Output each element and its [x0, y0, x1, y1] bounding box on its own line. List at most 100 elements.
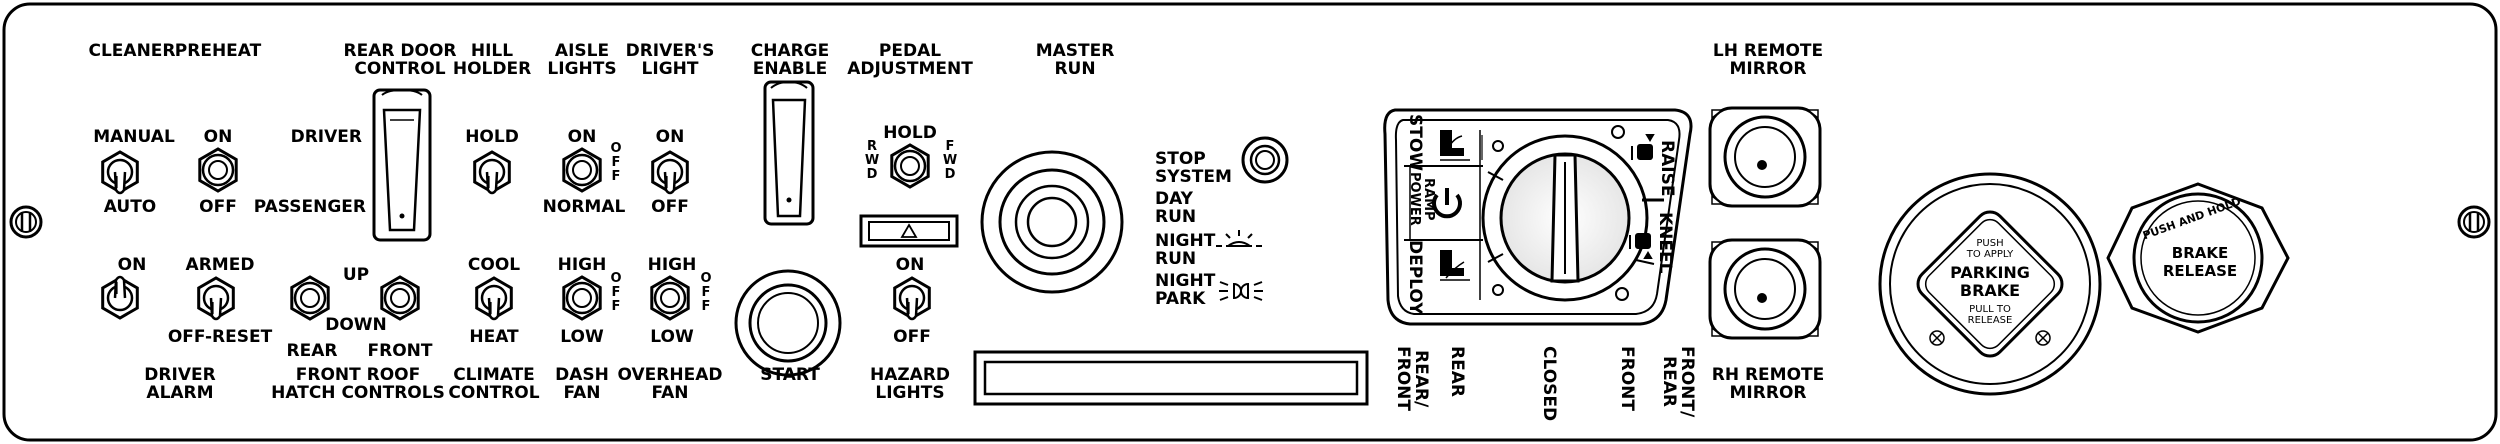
rear-front-label: REAR/ FRONT [1393, 346, 1431, 411]
drivers-light-off-label: OFF [651, 197, 689, 217]
stop-system-button[interactable] [1241, 136, 1289, 184]
drivers-light-label: DRIVER'S LIGHT [625, 41, 715, 79]
aisle-lights-push-button[interactable] [562, 147, 602, 193]
drivers-light-toggle-switch[interactable] [651, 150, 689, 195]
raise-label: RAISE [1657, 140, 1677, 197]
overhead-fan-push-button[interactable] [650, 275, 690, 321]
roof-hatch-rear-push-button[interactable] [290, 275, 330, 321]
overhead-off-label: O F F [700, 271, 712, 314]
driver-label: DRIVER [290, 127, 362, 147]
parking-brake-label: PARKING BRAKE [1950, 263, 2030, 300]
charge-enable-rocker-switch[interactable] [763, 80, 815, 226]
hazard-triangle-icon [900, 223, 918, 238]
lh-mirror-joystick[interactable] [1708, 106, 1822, 208]
dash-off-label: O F F [610, 271, 622, 314]
ramp-power-label: RAMP POWER [1407, 172, 1436, 226]
push-to-apply-label: PUSH TO APPLY [1966, 238, 2014, 260]
normal-label: NORMAL [542, 197, 626, 217]
cleaner-label: CLEANER [88, 41, 176, 61]
armed-label: ARMED [185, 255, 255, 275]
rear-door-rocker-switch[interactable] [372, 88, 432, 242]
raise-icon [1631, 134, 1655, 160]
rear-door-control-label: REAR DOOR CONTROL [343, 41, 457, 79]
preheat-push-button[interactable] [198, 147, 238, 193]
kneel-icon [1629, 233, 1653, 259]
aisle-off-label: O F F [610, 141, 622, 184]
pull-to-release-label: PULL TO RELEASE [1967, 304, 2013, 326]
preheat-label: PREHEAT [174, 41, 262, 61]
master-run-label: MASTER RUN [1035, 41, 1115, 79]
cool-label: COOL [467, 255, 521, 275]
front-label: FRONT [367, 341, 433, 361]
cleaner-toggle-switch[interactable] [101, 150, 139, 195]
ramp-kneel-control[interactable] [1383, 108, 1693, 326]
auto-label: AUTO [103, 197, 157, 217]
night-park-label: NIGHT PARK [1155, 271, 1216, 309]
hazard-on-label: ON [895, 255, 925, 275]
driver-alarm-label: DRIVER ALARM [144, 365, 216, 403]
hill-holder-label: HILL HOLDER [452, 41, 532, 79]
preheat-on-label: ON [203, 127, 233, 147]
rear-label: REAR [286, 341, 338, 361]
parking-light-icon [1219, 281, 1263, 301]
master-run-rotary-switch[interactable] [980, 150, 1124, 294]
parking-brake-knob[interactable] [1878, 172, 2102, 396]
deploy-ramp-icon [1440, 250, 1464, 276]
off-reset-label: OFF-RESET [167, 327, 273, 347]
fwd-label: F W D [942, 139, 958, 182]
lh-remote-mirror-label: LH REMOTE MIRROR [1712, 41, 1824, 79]
rwd-label: R W D [864, 139, 880, 182]
roof-hatch-front-push-button[interactable] [380, 275, 420, 321]
deploy-label: DEPLOY [1405, 240, 1425, 315]
climate-control-label: CLIMATE CONTROL [448, 365, 540, 403]
hill-holder-toggle-switch[interactable] [473, 150, 511, 195]
rh-mirror-joystick[interactable] [1708, 238, 1822, 340]
rh-remote-mirror-label: RH REMOTE MIRROR [1711, 365, 1825, 403]
dash-fan-push-button[interactable] [562, 275, 602, 321]
stop-system-label: STOP SYSTEM [1155, 149, 1232, 187]
headlight-icon [1216, 230, 1262, 247]
climate-control-toggle-switch[interactable] [475, 276, 513, 321]
front-roof-hatch-label: FRONT ROOF HATCH CONTROLS [271, 365, 445, 403]
screw-icon [9, 205, 43, 239]
armed-toggle-switch[interactable] [197, 276, 235, 321]
passenger-label: PASSENGER [253, 197, 366, 217]
closed-label: CLOSED [1539, 346, 1559, 422]
kneel-rear-label: REAR [1447, 346, 1467, 397]
hold-label: HOLD [465, 127, 519, 147]
start-button[interactable] [734, 269, 842, 377]
hazard-off-label: OFF [893, 327, 931, 347]
pedal-hold-label: HOLD [883, 123, 937, 143]
stow-label: STOW [1405, 114, 1425, 172]
front-rear-label: FRONT/ REAR [1659, 346, 1697, 418]
down-label: DOWN [325, 315, 387, 335]
drivers-light-on-label: ON [655, 127, 685, 147]
dash-fan-label: DASH FAN [555, 365, 609, 403]
up-label: UP [342, 265, 370, 285]
manual-label: MANUAL [93, 127, 175, 147]
aisle-lights-label: AISLE LIGHTS [547, 41, 617, 79]
screw-icon [2457, 205, 2491, 239]
overhead-fan-label: OVERHEAD FAN [617, 365, 723, 403]
kneel-label: KNEEL [1655, 212, 1675, 274]
start-label: START [760, 365, 820, 385]
dash-low-label: LOW [560, 327, 604, 347]
hazard-indicator [859, 214, 959, 248]
overhead-low-label: LOW [650, 327, 694, 347]
hazard-lights-label: HAZARD LIGHTS [869, 365, 951, 403]
overhead-high-label: HIGH [647, 255, 697, 275]
day-run-label: DAY RUN [1155, 189, 1197, 227]
aisle-on-label: ON [567, 127, 597, 147]
kneel-front-label: FRONT [1617, 346, 1637, 411]
driver-alarm-toggle-switch[interactable] [101, 275, 139, 320]
heat-label: HEAT [469, 327, 519, 347]
charge-enable-label: CHARGE ENABLE [750, 41, 830, 79]
pedal-adjustment-push-button[interactable] [890, 143, 930, 189]
preheat-off-label: OFF [199, 197, 237, 217]
night-run-label: NIGHT RUN [1155, 231, 1216, 269]
dash-high-label: HIGH [557, 255, 607, 275]
brake-release-button[interactable] [2106, 182, 2290, 334]
pedal-adjustment-label: PEDAL ADJUSTMENT [847, 41, 973, 79]
hazard-lights-toggle-switch[interactable] [893, 276, 931, 321]
